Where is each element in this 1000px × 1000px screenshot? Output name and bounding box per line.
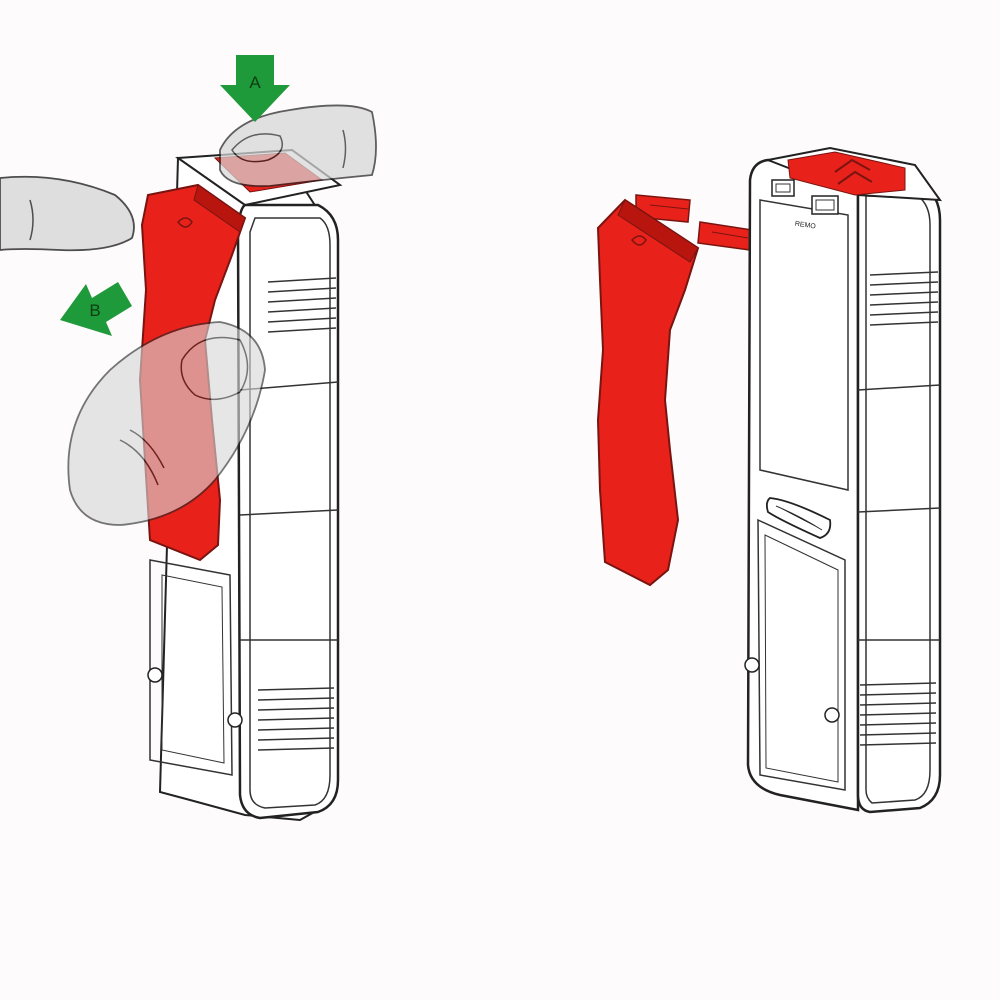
finger-top	[219, 104, 377, 188]
right-grip-ridges-bottom	[859, 682, 937, 746]
right-grip-ridges-top	[869, 271, 939, 326]
detached-clip-body	[596, 198, 700, 587]
right-device: REMO	[744, 146, 943, 814]
device-small-label: REMO	[794, 221, 816, 231]
arrow-a: A	[220, 55, 290, 122]
finger-left	[0, 175, 135, 252]
right-device-back	[746, 158, 860, 812]
left-grip-ridges-top	[267, 277, 337, 333]
arrow-b-label: B	[89, 301, 100, 320]
finger-bottom	[67, 321, 266, 526]
arrow-a-label: A	[249, 73, 261, 92]
left-grip-ridges-bottom	[257, 687, 335, 751]
detached-clip	[596, 194, 753, 587]
arrow-b: B	[60, 282, 132, 336]
right-device-emitter	[787, 151, 906, 196]
